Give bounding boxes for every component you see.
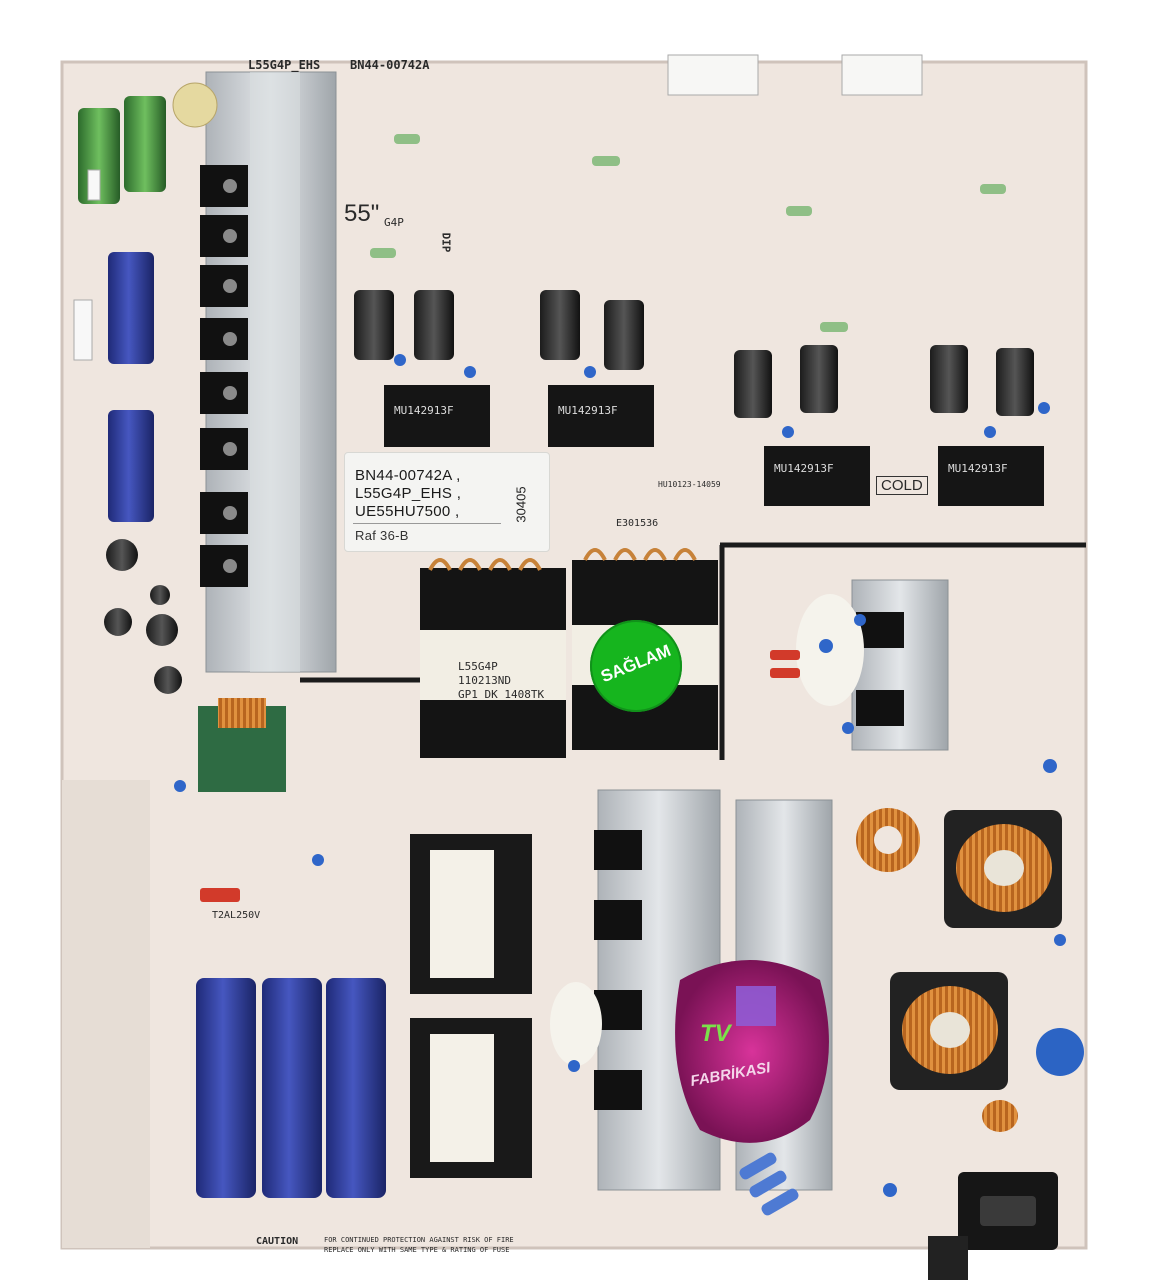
board-size-marking: 55" (344, 200, 380, 227)
transformer-chip-marking: MU142913F (948, 462, 1008, 475)
product-sticker: BN44-00742A , L55G4P_EHS , UE55HU7500 , … (344, 452, 550, 552)
caution-title: CAUTION (256, 1236, 299, 1247)
sticker-divider (353, 523, 501, 524)
transformer-label-line1: L55G4P (458, 660, 498, 673)
caution-text-1: FOR CONTINUED PROTECTION AGAINST RISK OF… (324, 1236, 514, 1244)
board-part-number: BN44-00742A (350, 58, 430, 72)
transformer-chip-marking: MU142913F (774, 462, 834, 475)
fuse-rating: T2AL250V (212, 910, 261, 921)
transformer-chip-marking: MU142913F (394, 404, 454, 417)
dip-label: DIP (439, 232, 453, 253)
watermark-tv: TV (700, 1020, 731, 1047)
sticker-number: 30405 (513, 486, 529, 523)
sticker-line-1: BN44-00742A , (355, 467, 461, 484)
cert-code: E301536 (616, 518, 659, 529)
transformer-label-line3: GP1 DK 1408TK (458, 688, 545, 701)
caution-text-2: REPLACE ONLY WITH SAME TYPE & RATING OF … (324, 1246, 510, 1254)
sticker-shelf: Raf 36-B (355, 528, 409, 543)
board-size-suffix: G4P (384, 216, 404, 229)
condition-stamp: SAĞLAM (590, 620, 682, 712)
cold-label: COLD (876, 476, 928, 495)
transformer-label-line2: 110213ND (458, 674, 511, 687)
board-model-code: L55G4P_EHS (248, 58, 321, 72)
sticker-line-2: L55G4P_EHS , (355, 485, 462, 502)
transformer-chip-marking: MU142913F (558, 404, 618, 417)
condition-stamp-text: SAĞLAM (598, 640, 674, 687)
kc-code: HU10123-14059 (658, 480, 721, 489)
sticker-line-3: UE55HU7500 , (355, 503, 460, 520)
